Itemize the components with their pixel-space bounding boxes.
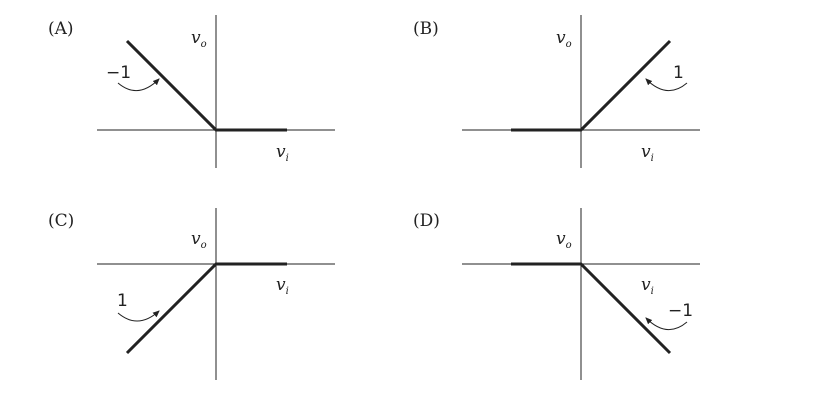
vi-label: vi <box>641 142 654 164</box>
panel-b: (B) vo vi 1 <box>413 15 700 168</box>
slope-label: 1 <box>673 63 684 83</box>
panel-label: (B) <box>413 19 439 39</box>
vo-label: vo <box>191 229 207 251</box>
transfer-curve <box>125 39 287 132</box>
slope-arrow-icon <box>117 310 160 322</box>
slope-arrow-icon <box>645 317 688 330</box>
slope-label: −1 <box>106 63 131 83</box>
transfer-curve <box>511 262 672 355</box>
vi-label: vi <box>276 275 289 297</box>
vi-label: vi <box>276 142 289 164</box>
transfer-curve <box>125 262 287 355</box>
panel-a: (A) vo vi −1 <box>48 15 335 168</box>
slope-arrow-icon <box>645 78 688 91</box>
panel-c: (C) vo vi 1 <box>48 208 335 380</box>
slope-label: 1 <box>117 291 128 311</box>
panel-label: (D) <box>413 211 440 231</box>
panel-label: (C) <box>48 211 74 231</box>
vo-label: vo <box>556 28 572 50</box>
slope-label: −1 <box>668 301 693 321</box>
vi-label: vi <box>641 275 654 297</box>
transfer-curve <box>511 39 672 132</box>
vo-label: vo <box>556 229 572 251</box>
vo-label: vo <box>191 28 207 50</box>
slope-arrow-icon <box>117 78 160 91</box>
panel-label: (A) <box>48 19 74 39</box>
panel-d: (D) vo vi −1 <box>413 208 700 380</box>
